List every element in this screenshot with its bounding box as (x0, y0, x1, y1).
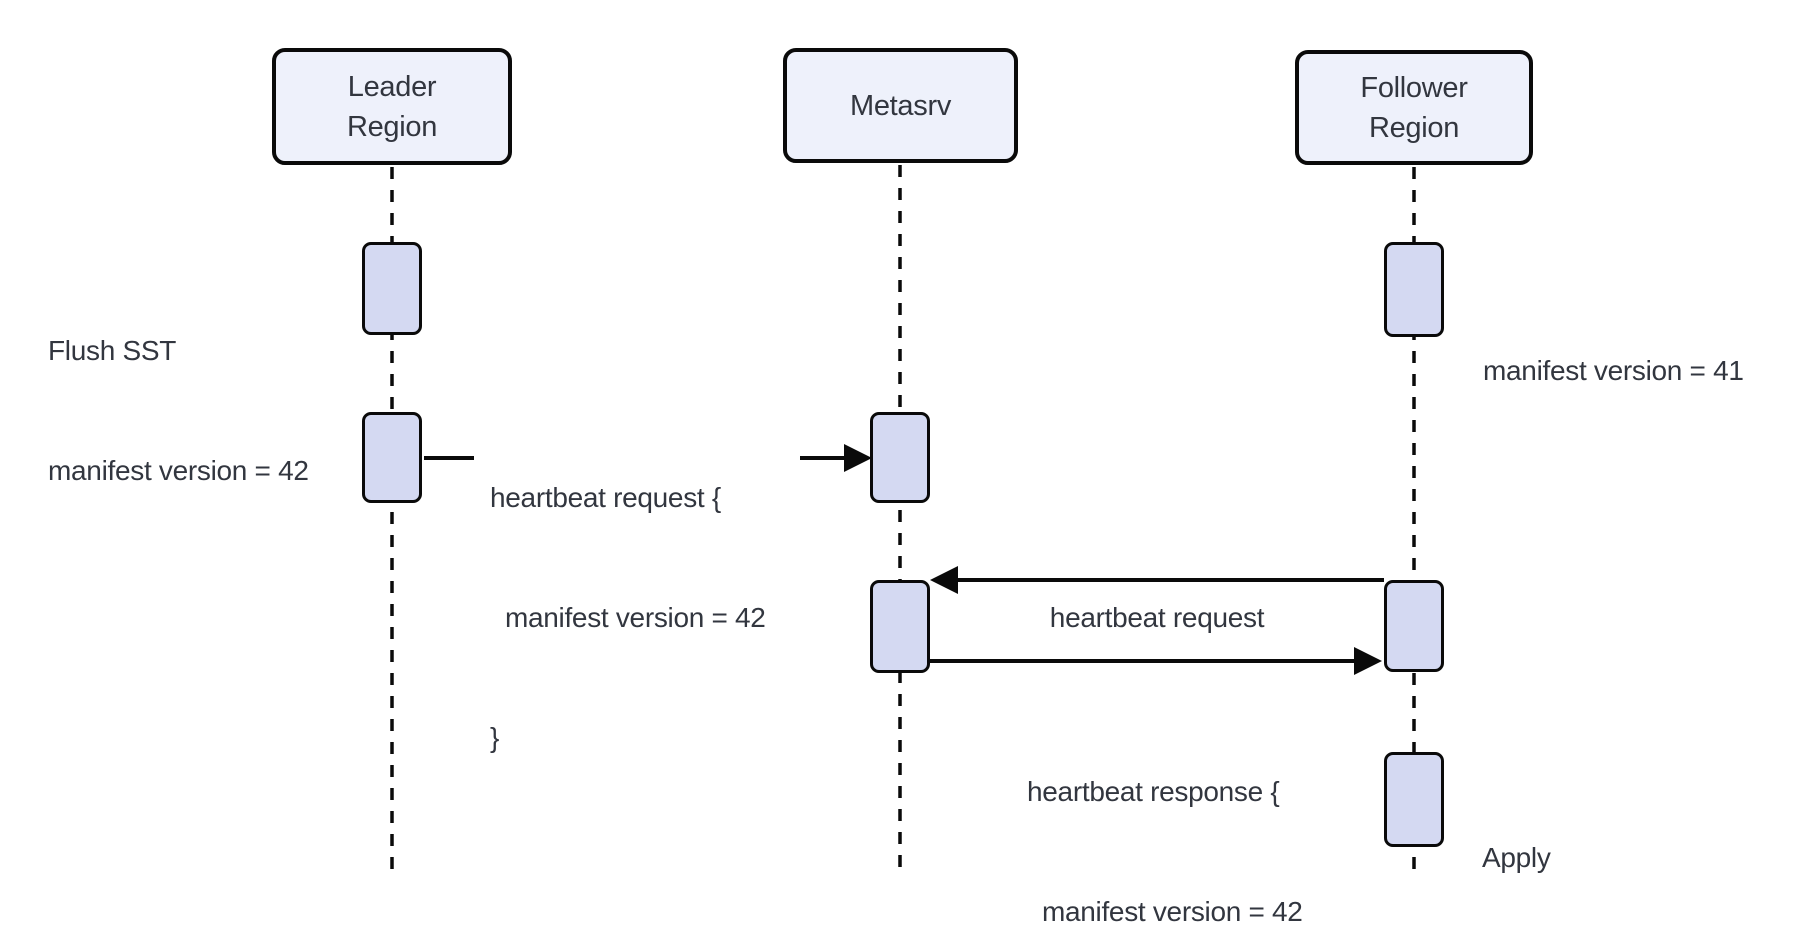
message-label-heartbeat-response: heartbeat response { manifest version = … (1027, 692, 1303, 936)
participant-label: Region (1368, 111, 1460, 144)
participant-label: Metasrv (849, 89, 952, 122)
participant-label: Follower (1360, 71, 1468, 104)
note-manifest-41: manifest version = 41 (1483, 271, 1744, 471)
message-label-heartbeat-request-leader: heartbeat request { manifest version = 4… (490, 398, 766, 838)
activation-follower-heartbeat (1384, 580, 1444, 672)
activation-metasrv-heartbeat-2 (870, 580, 930, 673)
participant-leader-region: Leader Region (272, 48, 512, 165)
note-line: Flush SST (48, 335, 177, 366)
arrowhead-right-heartbeat-response (1354, 647, 1382, 675)
participant-follower-region: Follower Region (1295, 50, 1533, 165)
note-flush-sst: Flush SST manifest version = 42 (48, 251, 309, 571)
activation-follower-manifest41 (1384, 242, 1444, 337)
message-line: heartbeat request { (490, 482, 721, 513)
activation-leader-flush (362, 242, 422, 335)
message-line: heartbeat request (1049, 602, 1265, 633)
note-line: Apply (1482, 842, 1551, 873)
activation-follower-apply (1384, 752, 1444, 847)
message-line: } (490, 722, 500, 753)
participant-label: Leader (347, 70, 437, 103)
participant-metasrv: Metasrv (783, 48, 1018, 163)
message-line: manifest version = 42 (1027, 896, 1303, 927)
arrowhead-left-heartbeat-request-follower (930, 566, 958, 594)
message-label-heartbeat-request-follower: heartbeat request (930, 518, 1384, 718)
message-line: manifest version = 42 (490, 602, 766, 633)
message-line: heartbeat response { (1027, 776, 1280, 807)
note-apply: Apply manifest version = 42 (1482, 758, 1743, 936)
activation-leader-heartbeat (362, 412, 422, 503)
note-line: manifest version = 41 (1483, 355, 1744, 386)
activation-metasrv-heartbeat-1 (870, 412, 930, 503)
arrowhead-right-heartbeat-request-leader (844, 444, 872, 472)
note-line: manifest version = 42 (48, 455, 309, 486)
participant-label: Region (346, 110, 438, 143)
